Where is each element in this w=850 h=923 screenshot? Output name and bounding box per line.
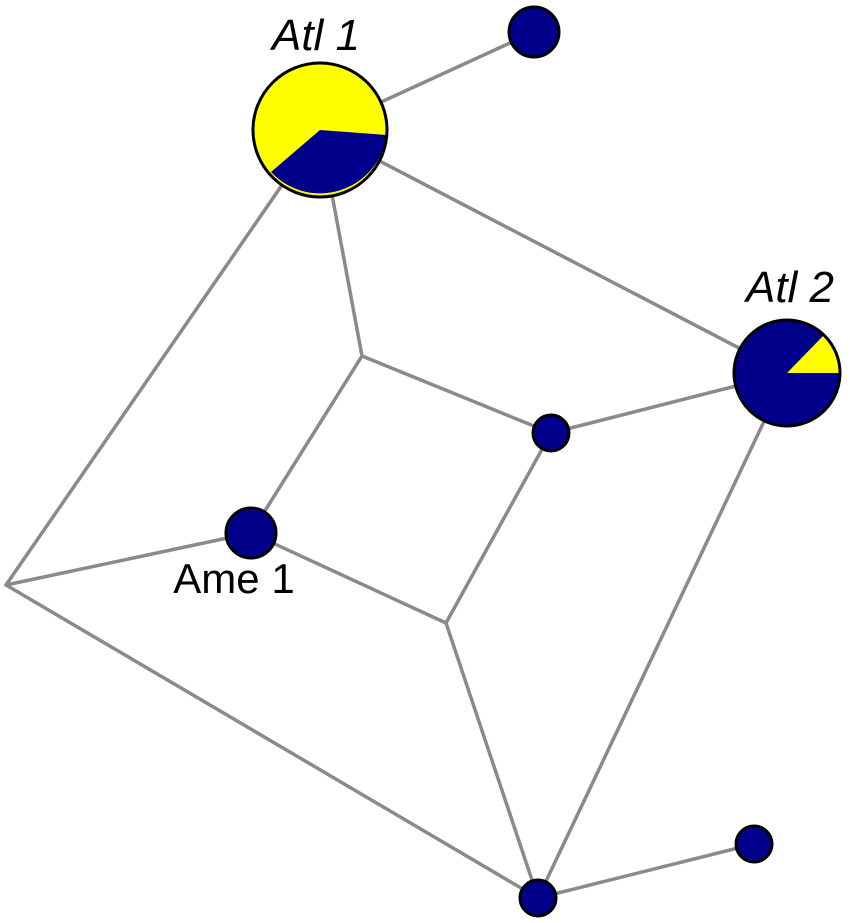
edge-junction-upper-ame1 [249, 354, 364, 535]
atl2-node-yellow-slice [787, 335, 840, 373]
edge-atl2-bottom-node [536, 371, 789, 900]
atl1-node-blue-slice [271, 130, 387, 194]
ame1-node [224, 506, 278, 560]
edge-center-node-junction-lower [444, 431, 553, 625]
edge-ame1-junction-lower [249, 531, 448, 625]
atl1-label: Atl 1 [269, 11, 360, 60]
atl2-node-outline [732, 318, 842, 428]
edge-junction-lower-bottom-node [444, 621, 540, 900]
top-node [507, 5, 561, 59]
atl1-node-outline [251, 61, 389, 199]
ame1-label: Ame 1 [173, 555, 294, 602]
right-node [734, 824, 774, 864]
edge-junction-upper-center-node [360, 354, 553, 435]
atl1-node [251, 61, 389, 199]
atl2-node [732, 318, 842, 428]
node-labels: Atl 1 Atl 2 Ame 1 [173, 11, 834, 602]
bottom-node [518, 878, 558, 918]
center-node [531, 413, 571, 453]
network-edges [4, 30, 789, 900]
edge-junction-left-bottom-node [4, 583, 540, 900]
edge-atl1-atl2 [318, 128, 789, 375]
edge-atl1-junction-left [4, 128, 322, 587]
edge-ame1-junction-left [4, 531, 253, 587]
network-nodes [224, 5, 842, 918]
atl2-label: Atl 2 [743, 263, 834, 312]
edge-bottom-node-right-node [536, 842, 756, 900]
